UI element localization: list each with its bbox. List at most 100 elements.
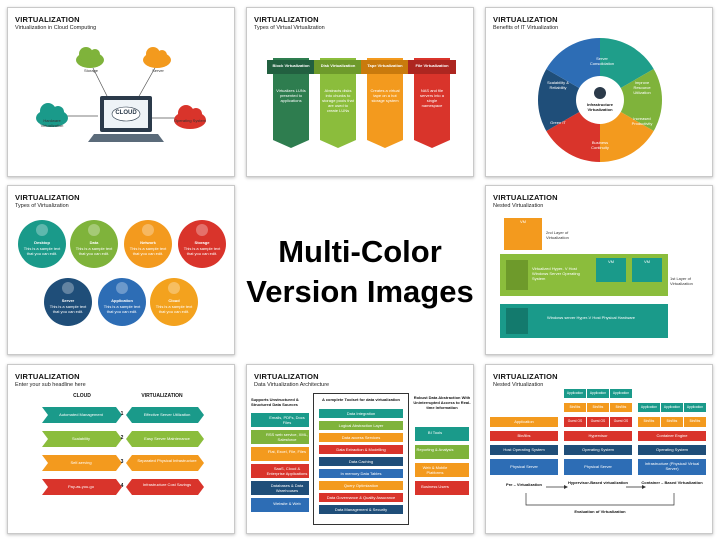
multi-color-heading: Multi-Color Version Images <box>242 232 478 312</box>
source-5 <box>251 481 309 495</box>
os-cloud-icon <box>174 105 206 129</box>
slide-title: VIRTUALIZATION <box>254 15 319 24</box>
circle-server-title: Server <box>61 298 75 303</box>
banner-file-title: File Virtualization <box>415 63 449 68</box>
banner-file-text: NAS and file servers into a single names… <box>419 88 444 108</box>
row-4-right: Infrastructure Cost Savings <box>142 482 192 487</box>
tool-9-label: Data Management & Security <box>334 507 388 512</box>
row-3-left: Self-serving <box>70 460 92 465</box>
vm-label: VM <box>520 219 526 224</box>
source-1 <box>251 413 309 427</box>
banner-block-text: Virtualizes LUNs presented to applicatio… <box>276 88 306 103</box>
hyp-app-3-label: Application <box>612 391 630 395</box>
output-2-label: Reporting & Analysis <box>416 447 454 452</box>
slide-subtitle: Virtualization in Cloud Computing <box>15 25 97 31</box>
source-4-label: SaaS, Cloud & Enterprise Applications <box>266 466 308 476</box>
thumbnail-nested-virtualization-1[interactable]: VIRTUALIZATION Nested Virtualization VM … <box>485 185 713 355</box>
output-3 <box>415 463 469 477</box>
thumbnail-nested-virtualization-2[interactable]: VIRTUALIZATION Nested Virtualization App… <box>485 364 713 534</box>
hardware-cloud-icon <box>36 103 68 127</box>
slide-title: VIRTUALIZATION <box>493 372 558 381</box>
cont-app-2 <box>661 403 683 412</box>
infrastructure-icon <box>594 87 606 99</box>
thumbnail-cloud-computing[interactable]: VIRTUALIZATION Virtualization in Cloud C… <box>7 7 235 177</box>
storage-label: Storage <box>83 68 98 73</box>
cont-bins-3-label: Bin/libs <box>689 419 701 423</box>
hyp-app-1-label: Application <box>566 391 584 395</box>
thumbnail-benefits[interactable]: VIRTUALIZATION Benefits of IT Virtualiza… <box>485 7 713 177</box>
hyp-guest-1 <box>564 417 586 427</box>
pre-bins <box>490 431 558 441</box>
server-label: Server <box>152 68 164 73</box>
row-4-left: Pay-as-you-go <box>67 484 94 489</box>
source-6 <box>251 498 309 512</box>
heading-line-1: Multi-Color <box>278 234 442 269</box>
output-1 <box>415 427 469 441</box>
cont-infra-label: Infrastructure (Physical/ Virtual Server… <box>644 461 700 471</box>
heading-line-2: Version Images <box>246 274 474 309</box>
banner-disk-title: Disk Virtualization <box>320 63 356 68</box>
slide-title: VIRTUALIZATION <box>15 193 80 202</box>
banner-file <box>408 58 456 148</box>
guest-text: Virtualized Hyper- V Host Windows Server… <box>532 266 580 281</box>
circle-storage-text: This is a sample text that you can edit. <box>183 246 221 256</box>
banner-tape-text: Creates a virtual tape on a hot storage … <box>370 88 400 103</box>
hyp-guest-3 <box>610 417 632 427</box>
cloud-heading: CLOUD <box>73 393 91 399</box>
hyp-bins-2-label: Bin/libs <box>592 405 604 409</box>
row-2-right: Easy Server Maintenance <box>144 436 190 441</box>
segment-green-it: Green IT <box>550 120 566 125</box>
pre-hostos-label: Host Operating System <box>503 447 545 452</box>
circle-network-title: Network <box>140 240 156 245</box>
row-2-number: 2 <box>120 435 124 441</box>
banners-diagram <box>267 58 456 148</box>
segment-business-continuity: Business Continuity <box>591 140 609 150</box>
thumbnail-data-virtualization[interactable]: VIRTUALIZATION Data Virtualization Archi… <box>246 364 474 534</box>
cont-engine <box>638 431 706 441</box>
circle-data-title: Data <box>89 240 99 245</box>
slide-subtitle: Types of Virtual Virtualization <box>254 25 325 31</box>
slide-title: VIRTUALIZATION <box>15 372 80 381</box>
guest-server-icon <box>506 260 528 290</box>
host-layer <box>500 304 668 338</box>
tool-2-label: Logical Abstraction Layer <box>338 423 384 428</box>
hyp-bins-2 <box>587 403 609 412</box>
slide-subtitle: Enter your sub headline here <box>15 382 86 388</box>
circle-desktop-text: This is a sample text that you can edit. <box>23 246 61 256</box>
thumbnail-types-of-virtual[interactable]: VIRTUALIZATION Types of Virtual Virtuali… <box>246 7 474 177</box>
hyp-app-3 <box>610 389 632 398</box>
slide-subtitle: Benefits of IT Virtualization <box>493 25 559 31</box>
toolset-frame <box>313 393 409 525</box>
segment-resource-utilization: Improve Resource Utilization <box>633 80 651 95</box>
cont-bins-1 <box>638 417 660 427</box>
hyp-app-1 <box>564 389 586 398</box>
slide-subtitle: Types of Virtualization <box>15 203 69 209</box>
row-2-left: Scalability <box>71 436 90 441</box>
cloud-computing-diagram <box>36 47 206 142</box>
hypervisor-based-label: Hypervisor-Based virtualization <box>567 480 629 485</box>
vm-box-2-label: VM <box>644 259 650 264</box>
hyp-guest-3-label: Guest OS <box>613 419 629 423</box>
center-label: Infrastructure Virtualization <box>586 102 613 112</box>
slide-subtitle: Data Virtualization Architecture <box>254 382 330 388</box>
cont-app-2-label: Application <box>663 405 681 409</box>
row-3-number: 3 <box>120 459 124 465</box>
thumbnail-types-of-virtualization[interactable]: VIRTUALIZATION Types of Virtualization D… <box>7 185 235 355</box>
source-5-label: Databases & Data Warehouses <box>270 483 304 493</box>
circle-storage-title: Storage <box>194 240 210 245</box>
circle-cloud-title: Cloud <box>168 298 180 303</box>
vm-box-1 <box>596 258 626 282</box>
segment-productivity: Increased Productivity <box>631 116 653 126</box>
tool-4-label: Data Extraction & Modelling <box>336 447 386 452</box>
circles-diagram <box>18 220 226 326</box>
cont-bins-2-label: Bin/libs <box>666 419 678 423</box>
pre-app <box>490 417 558 427</box>
thumbnail-cloud-vs-virtualization[interactable]: VIRTUALIZATION Enter your sub headline h… <box>7 364 235 534</box>
hyp-bins-1-label: Bin/libs <box>569 405 581 409</box>
slide-title: VIRTUALIZATION <box>493 193 558 202</box>
nested-vm-top <box>504 218 542 250</box>
pre-bins-label: Bin/libs <box>517 433 531 438</box>
cont-app-3-label: Application <box>686 405 704 409</box>
banner-block-title: Block Virtualization <box>272 63 310 68</box>
host-server-icon <box>506 308 528 334</box>
